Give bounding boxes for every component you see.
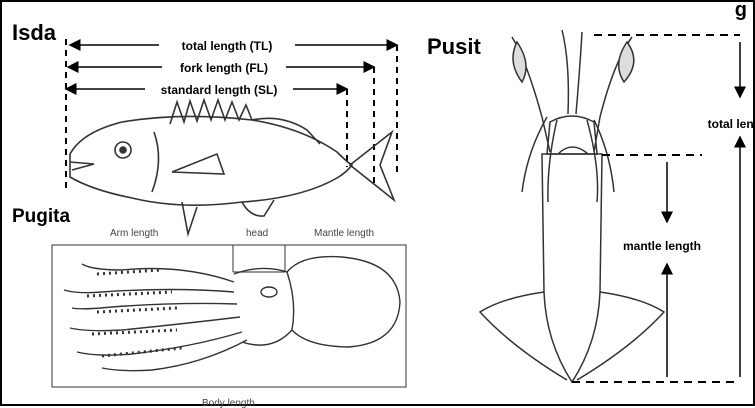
fish-measurement-panel: total length (TL) fork length (FL) stand… — [66, 37, 397, 234]
clipped-heading-fragment: g — [735, 2, 747, 21]
squid-measurement-panel: total length mantle length — [480, 30, 755, 382]
fish-fork-length-label: fork length (FL) — [180, 61, 268, 75]
octopus-body-length-label: Body length — [202, 398, 255, 408]
octopus-illustration — [64, 257, 400, 371]
octopus-mantle-length-label: Mantle length — [314, 228, 374, 239]
squid-mantle-length-label: mantle length — [623, 239, 701, 253]
octopus-measurement-panel: Arm length head Mantle length — [52, 228, 406, 408]
octopus-body-length-box — [52, 245, 406, 387]
octopus-arm-length-label: Arm length — [110, 228, 158, 239]
isda-title: Isda — [12, 22, 56, 44]
pugita-title: Pugita — [12, 207, 70, 226]
fish-illustration — [70, 100, 394, 234]
pusit-title: Pusit — [427, 36, 481, 58]
fish-total-length-label: total length (TL) — [182, 39, 273, 53]
octopus-head-label: head — [246, 228, 268, 239]
squid-illustration — [480, 30, 664, 382]
squid-total-length-label: total length — [708, 117, 755, 131]
fish-standard-length-label: standard length (SL) — [161, 83, 278, 97]
